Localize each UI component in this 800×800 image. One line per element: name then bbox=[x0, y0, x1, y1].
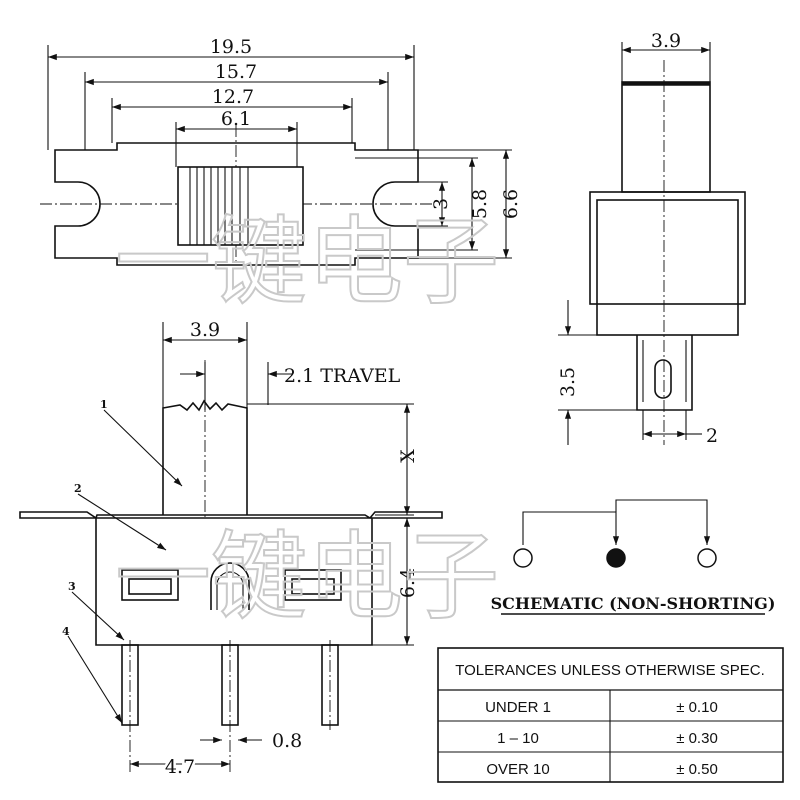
tolerance-row-range: 1 – 10 bbox=[497, 730, 539, 747]
contact-right bbox=[697, 548, 717, 568]
dim-pin-pitch: 4.7 bbox=[165, 756, 195, 778]
dim-side-pin-offset: 3.5 bbox=[557, 367, 579, 397]
dim-travel: 2.1 TRAVEL bbox=[284, 365, 401, 387]
dim-inner-height: 5.8 bbox=[469, 189, 491, 219]
tolerance-row-value: ± 0.10 bbox=[676, 699, 718, 716]
schematic-wire-left bbox=[522, 511, 620, 545]
center-arch bbox=[210, 562, 250, 610]
contact-common bbox=[606, 548, 626, 568]
tolerance-row-range: UNDER 1 bbox=[485, 699, 551, 716]
dim-side-width: 3.9 bbox=[651, 30, 681, 52]
tolerance-table: TOLERANCES UNLESS OTHERWISE SPEC. UNDER … bbox=[437, 647, 784, 783]
dim-x: X bbox=[397, 449, 419, 463]
dim-body-length: 12.7 bbox=[212, 86, 254, 108]
watermark-top: 一键电子 bbox=[115, 206, 499, 318]
callout-3: 3 bbox=[68, 580, 76, 593]
dim-body-height: 6.4 bbox=[397, 568, 419, 598]
contact-left bbox=[513, 548, 533, 568]
dim-mount-length: 15.7 bbox=[215, 61, 257, 83]
callout-1: 1 bbox=[100, 398, 108, 411]
dim-side-pin-width: 2 bbox=[706, 425, 718, 447]
side-pin bbox=[636, 335, 693, 411]
watermark-bottom: 一键电子 bbox=[115, 521, 499, 633]
dim-overall-length: 19.5 bbox=[210, 36, 252, 58]
window-right-inner bbox=[291, 578, 335, 595]
schematic-title: SCHEMATIC (NON-SHORTING) bbox=[491, 594, 776, 613]
tolerance-row-value: ± 0.30 bbox=[676, 730, 718, 747]
actuator-ribs bbox=[189, 167, 249, 245]
tolerance-row-value: ± 0.50 bbox=[676, 761, 718, 778]
tolerance-row-range: OVER 10 bbox=[486, 761, 549, 778]
dim-outer-height: 6.6 bbox=[500, 189, 522, 219]
callout-4: 4 bbox=[62, 625, 70, 638]
side-view: 3.9 3.5 2 bbox=[557, 30, 746, 447]
schematic-wire-right bbox=[615, 499, 711, 545]
dim-pin-width: 0.8 bbox=[272, 730, 302, 752]
side-body bbox=[596, 199, 739, 336]
tolerance-header: TOLERANCES UNLESS OTHERWISE SPEC. bbox=[455, 662, 765, 679]
side-frame bbox=[589, 191, 746, 305]
dim-front-actuator-width: 3.9 bbox=[190, 319, 220, 341]
dim-actuator-length: 6.1 bbox=[221, 108, 251, 130]
dim-slot-width: 3 bbox=[430, 198, 452, 210]
side-actuator bbox=[621, 81, 711, 193]
window-left-inner bbox=[128, 578, 172, 595]
mounting-plate bbox=[19, 511, 443, 520]
window-right bbox=[284, 569, 342, 601]
window-left bbox=[121, 569, 179, 601]
front-actuator bbox=[162, 399, 248, 515]
top-view: 19.5 15.7 12.7 6.1 3 5.8 6.6 bbox=[40, 36, 522, 266]
front-view: 3.9 2.1 TRAVEL X 6.4 4.7 0.8 1 2 3 4 bbox=[19, 319, 443, 781]
callout-2: 2 bbox=[74, 482, 82, 495]
side-pin-hole bbox=[654, 359, 672, 399]
schematic: SCHEMATIC (NON-SHORTING) bbox=[491, 499, 776, 615]
